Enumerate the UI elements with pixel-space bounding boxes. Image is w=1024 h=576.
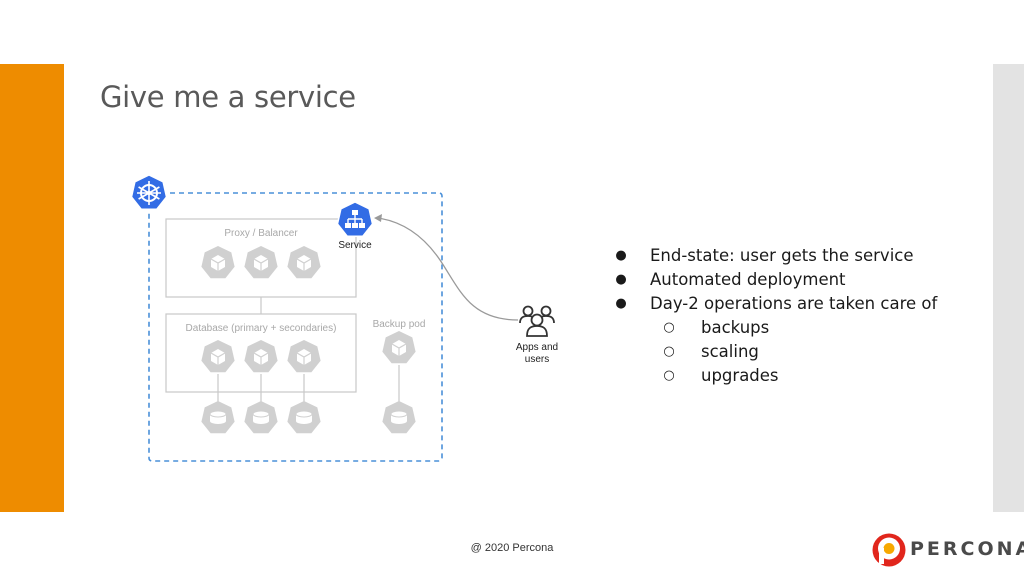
proxy-label: Proxy / Balancer: [224, 228, 298, 239]
backup-label: Backup pod: [373, 319, 426, 330]
service-label: Service: [338, 240, 372, 251]
bullet-text: End-state: user gets the service: [650, 246, 914, 265]
db-pod-icon: [243, 339, 279, 373]
orange-accent-bar: [0, 64, 64, 512]
footer-copyright: @ 2020 Percona: [470, 542, 554, 554]
sub-bullet-text: backups: [701, 318, 770, 337]
db-pod-icon: [200, 339, 236, 373]
slide-title: Give me a service: [100, 80, 356, 114]
request-arrow: [377, 217, 519, 321]
volume-icon: [200, 400, 236, 434]
apps-label-line2: users: [525, 354, 549, 365]
backup-pod-icon: [381, 330, 417, 364]
proxy-pod-icon: [243, 245, 279, 279]
users-icon: [519, 305, 555, 337]
percona-logo-icon: [872, 533, 906, 567]
proxy-pod-icon: [286, 245, 322, 279]
proxy-pod-icon: [200, 245, 236, 279]
bullet-text: Day-2 operations are taken care of: [650, 294, 938, 313]
bullet-text: Automated deployment: [650, 270, 846, 289]
service-icon: [336, 201, 374, 237]
apps-label-line1: Apps and: [516, 342, 558, 353]
volume-icon: [286, 400, 322, 434]
sub-bullet-text: scaling: [701, 342, 759, 361]
backup-volume-icon: [381, 400, 417, 434]
database-label: Database (primary + secondaries): [186, 323, 337, 334]
gray-side-bar: [993, 64, 1024, 512]
db-pod-icon: [286, 339, 322, 373]
percona-logo-text: PERCONA: [910, 538, 1024, 560]
volume-icon: [243, 400, 279, 434]
kubernetes-icon: [130, 174, 168, 210]
sub-bullet-text: upgrades: [701, 366, 779, 385]
